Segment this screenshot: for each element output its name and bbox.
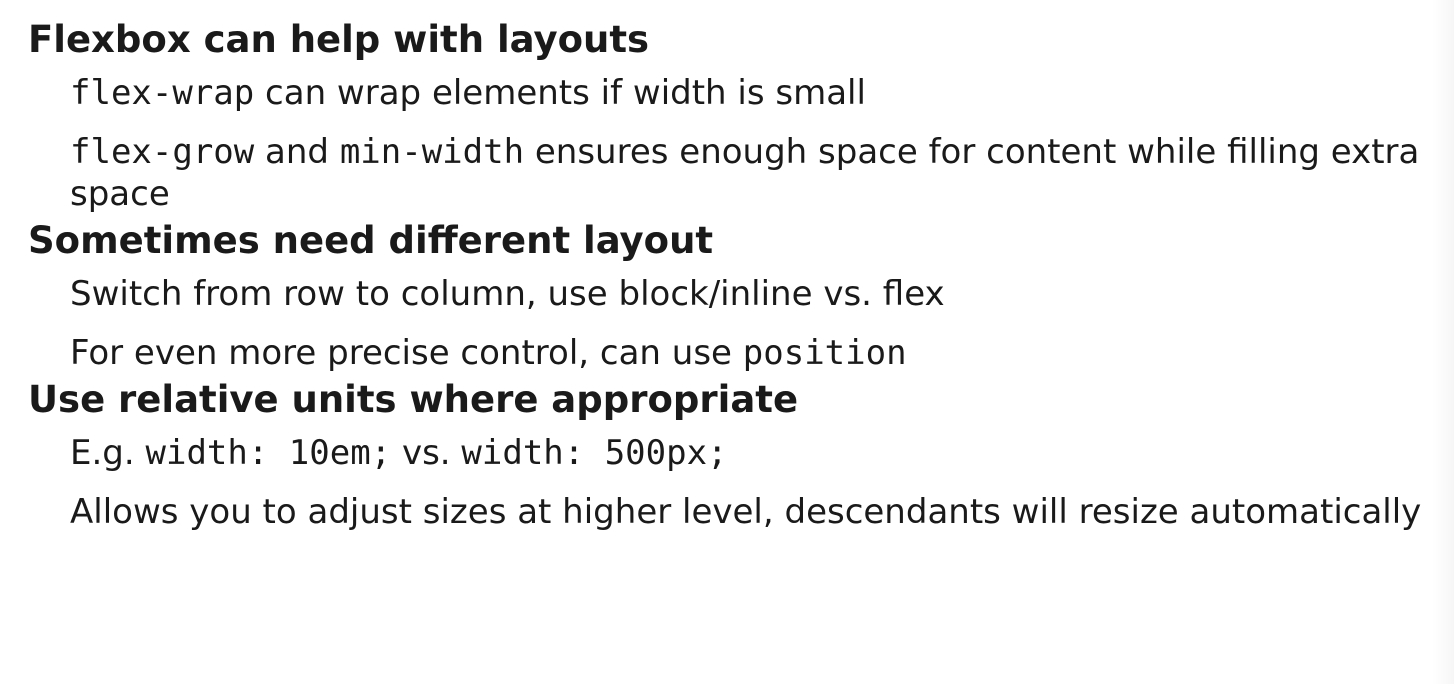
section-flexbox: Flexbox can help with layouts flex-wrap … [28, 18, 1438, 215]
code-snippet: width: 10em; [145, 433, 392, 473]
code-snippet: min-width [339, 132, 525, 172]
list-item: For even more precise control, can use p… [70, 332, 1438, 374]
list-item: flex-grow and min-width ensures enough s… [70, 131, 1438, 215]
item-text: Allows you to adjust sizes at higher lev… [70, 492, 1422, 532]
section-heading: Use relative units where appropriate [28, 378, 799, 421]
list-item: Allows you to adjust sizes at higher lev… [70, 491, 1438, 533]
list-item: Switch from row to column, use block/inl… [70, 273, 1438, 315]
code-snippet: position [742, 333, 907, 373]
code-snippet: flex-wrap [70, 73, 255, 113]
section-different-layout: Sometimes need different layout Switch f… [28, 219, 1438, 374]
code-snippet: flex-grow [70, 132, 255, 172]
section-heading: Flexbox can help with layouts [28, 18, 650, 61]
item-text: vs. [391, 433, 462, 473]
item-text: can wrap elements if width is small [254, 73, 866, 113]
code-snippet: width: 500px; [461, 433, 728, 473]
item-text: For even more precise control, can use [70, 333, 743, 373]
slide-content: Flexbox can help with layouts flex-wrap … [28, 18, 1438, 537]
section-relative-units: Use relative units where appropriate E.g… [28, 378, 1438, 533]
edge-shadow [1432, 0, 1454, 684]
section-heading: Sometimes need different layout [28, 219, 714, 262]
item-text: ensures enough space for content while f… [70, 132, 1420, 214]
item-text: E.g. [70, 433, 146, 473]
item-text: Switch from row to column, use block/inl… [70, 274, 945, 314]
list-item: E.g. width: 10em; vs. width: 500px; [70, 432, 1438, 474]
list-item: flex-wrap can wrap elements if width is … [70, 72, 1438, 114]
item-text: and [254, 132, 340, 172]
